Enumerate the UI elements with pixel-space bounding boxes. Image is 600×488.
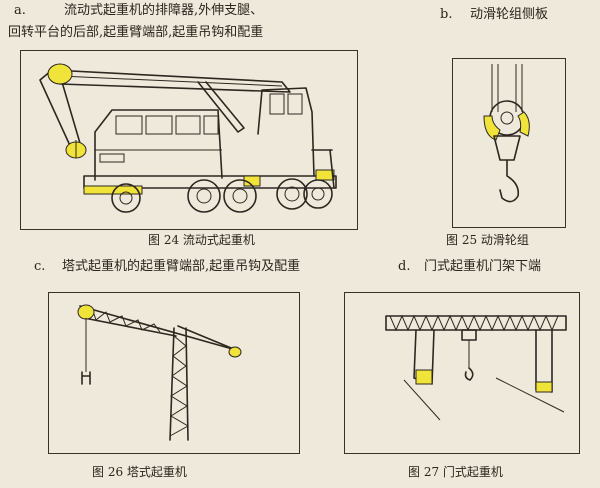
note-d-label: d. xyxy=(398,259,411,274)
note-a-line1: 流动式起重机的排障器,外伸支腿、 xyxy=(64,3,264,18)
tower-crane-drawing xyxy=(77,304,242,441)
note-d-text: 门式起重机门架下端 xyxy=(424,259,542,274)
figure-25-frame xyxy=(452,58,566,228)
note-b-label: b. xyxy=(440,7,453,22)
figure-26-frame xyxy=(48,292,300,454)
caption-fig24: 图 24 流动式起重机 xyxy=(148,233,255,247)
note-c-text: 塔式起重机的起重臂端部,起重吊钩及配重 xyxy=(62,259,301,274)
caption-fig26: 图 26 塔式起重机 xyxy=(92,465,187,479)
gantry-crane-drawing xyxy=(385,314,567,421)
note-a-label: a. xyxy=(14,3,26,18)
note-c-label: c. xyxy=(34,259,46,274)
figure-27-frame xyxy=(344,292,580,454)
mobile-crane-drawing xyxy=(39,63,337,213)
note-b-text: 动滑轮组侧板 xyxy=(470,7,549,22)
caption-fig27: 图 27 门式起重机 xyxy=(408,465,503,479)
pulley-block-drawing xyxy=(483,64,530,203)
caption-fig25: 图 25 动滑轮组 xyxy=(446,233,529,247)
figure-24-frame xyxy=(20,50,358,230)
note-a-line2: 回转平台的后部,起重臂端部,起重吊钩和配重 xyxy=(8,25,264,40)
